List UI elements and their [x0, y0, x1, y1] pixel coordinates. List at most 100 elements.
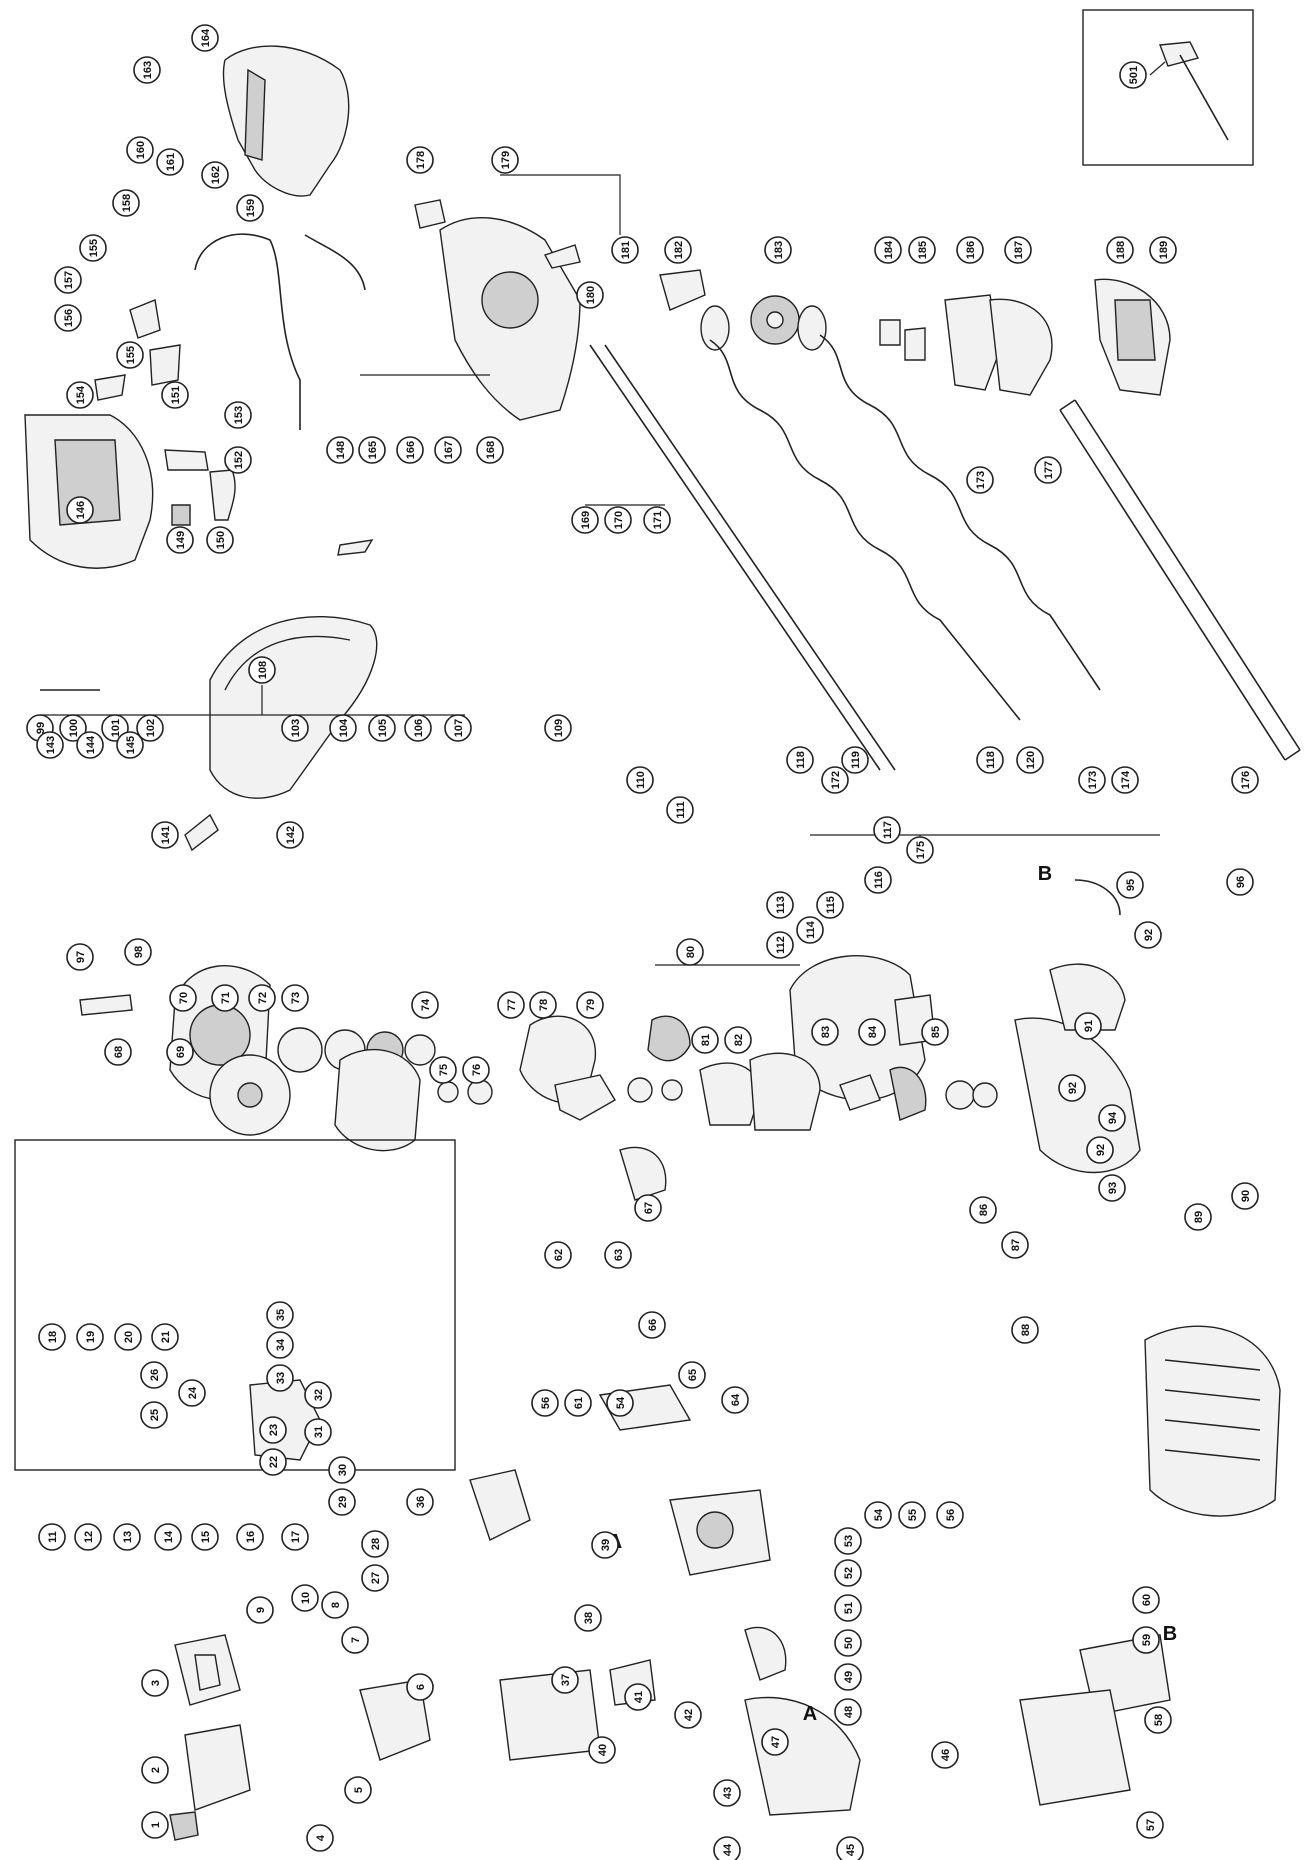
part-callout: 97 [66, 943, 94, 971]
part-callout: 93 [1098, 1174, 1126, 1202]
part-callout: 186 [956, 236, 984, 264]
part-callout: 20 [114, 1323, 142, 1351]
part-callout: 74 [411, 991, 439, 1019]
part-number: 51 [843, 1602, 855, 1614]
part-number: 176 [1240, 771, 1252, 789]
part-number: 78 [538, 999, 550, 1011]
part-callout: 90 [1231, 1182, 1259, 1210]
part-number: 167 [443, 441, 455, 459]
part-number: 173 [1087, 771, 1099, 789]
part-callout: 187 [1004, 236, 1032, 264]
part-number: 23 [268, 1424, 280, 1436]
part-number: 178 [415, 151, 427, 169]
gearbox-housing [414, 199, 581, 421]
part-number: 90 [1240, 1190, 1252, 1202]
part-callout: 60 [1132, 1586, 1160, 1614]
part-callout: 56 [531, 1389, 559, 1417]
part-callout: 111 [666, 796, 694, 824]
part-callout: 113 [766, 891, 794, 919]
part-callout: 50 [834, 1629, 862, 1657]
part-callout: 45 [836, 1836, 864, 1860]
part-callout: 175 [906, 836, 934, 864]
part-callout: 65 [678, 1361, 706, 1389]
part-callout: 179 [491, 146, 519, 174]
part-callout: 59 [1132, 1626, 1160, 1654]
part-number: 160 [135, 141, 147, 159]
part-callout: 118 [976, 746, 1004, 774]
part-number: 163 [142, 61, 154, 79]
part-number: 76 [471, 1064, 483, 1076]
part-number: 19 [85, 1331, 97, 1343]
part-number: 16 [245, 1531, 257, 1543]
part-number: 92 [1095, 1144, 1107, 1156]
part-callout: 189 [1149, 236, 1177, 264]
part-callout: 176 [1231, 766, 1259, 794]
part-number: 45 [845, 1844, 857, 1856]
part-number: 4 [315, 1834, 327, 1841]
part-number: 91 [1083, 1020, 1095, 1032]
part-number: 56 [540, 1397, 552, 1409]
part-number: 96 [1235, 876, 1247, 888]
part-number: 155 [88, 239, 100, 257]
part-number: 25 [149, 1409, 161, 1421]
part-callout: 21 [151, 1323, 179, 1351]
part-number: 501 [1128, 66, 1140, 84]
part-callout: 1 [141, 1811, 169, 1839]
part-callout: 160 [126, 136, 154, 164]
part-callout: 188 [1106, 236, 1134, 264]
part-callout: 37 [551, 1666, 579, 1694]
part-callout: 83 [811, 1018, 839, 1046]
part-number: 108 [257, 661, 269, 679]
part-number: 103 [290, 719, 302, 737]
part-callout: 95 [1116, 871, 1144, 899]
part-callout: 181 [611, 236, 639, 264]
part-number: 144 [85, 735, 97, 754]
part-callout: 102 [136, 714, 164, 742]
part-callout: 178 [406, 146, 434, 174]
part-number: 142 [285, 826, 297, 844]
part-callout: 92 [1086, 1136, 1114, 1164]
handle-assembly [24, 45, 366, 569]
part-callout: 69 [166, 1038, 194, 1066]
part-number: 81 [700, 1034, 712, 1046]
part-number: 47 [770, 1736, 782, 1748]
part-callout: 72 [248, 984, 276, 1012]
part-callout: 143 [36, 731, 64, 759]
part-callout: 46 [931, 1741, 959, 1769]
part-callout: 110 [626, 766, 654, 794]
part-callout: 57 [1136, 1811, 1164, 1839]
part-number: 48 [843, 1706, 855, 1718]
part-callout: 171 [643, 506, 671, 534]
part-callout: 43 [713, 1779, 741, 1807]
part-callout: 100 [59, 714, 87, 742]
part-number: 116 [873, 871, 885, 889]
part-callout: 32 [304, 1381, 332, 1409]
part-number: 2 [150, 1767, 162, 1773]
part-number: 1 [150, 1822, 162, 1828]
part-callout: 12 [74, 1523, 102, 1551]
part-callout: 112 [766, 931, 794, 959]
part-number: 67 [643, 1202, 655, 1214]
part-callout: 166 [396, 436, 424, 464]
part-callout: 33 [266, 1364, 294, 1392]
part-number: 38 [583, 1612, 595, 1624]
part-callout: 51 [834, 1594, 862, 1622]
part-number: 183 [773, 241, 785, 259]
part-number: 44 [722, 1843, 734, 1856]
part-callout: 150 [206, 526, 234, 554]
part-number: 14 [163, 1530, 175, 1543]
part-callout: 170 [604, 506, 632, 534]
part-number: 3 [150, 1680, 162, 1686]
part-callout: 151 [161, 381, 189, 409]
part-number: 92 [1143, 929, 1155, 941]
part-callout: 24 [178, 1379, 206, 1407]
part-callout: 88 [1011, 1316, 1039, 1344]
part-number: 39 [600, 1539, 612, 1551]
part-callout: 13 [113, 1523, 141, 1551]
gear-components [659, 269, 1171, 396]
part-number: 154 [75, 385, 87, 404]
part-number: 105 [377, 719, 389, 737]
part-number: 12 [83, 1531, 95, 1543]
part-callout: 173 [966, 466, 994, 494]
part-number: 165 [367, 441, 379, 459]
